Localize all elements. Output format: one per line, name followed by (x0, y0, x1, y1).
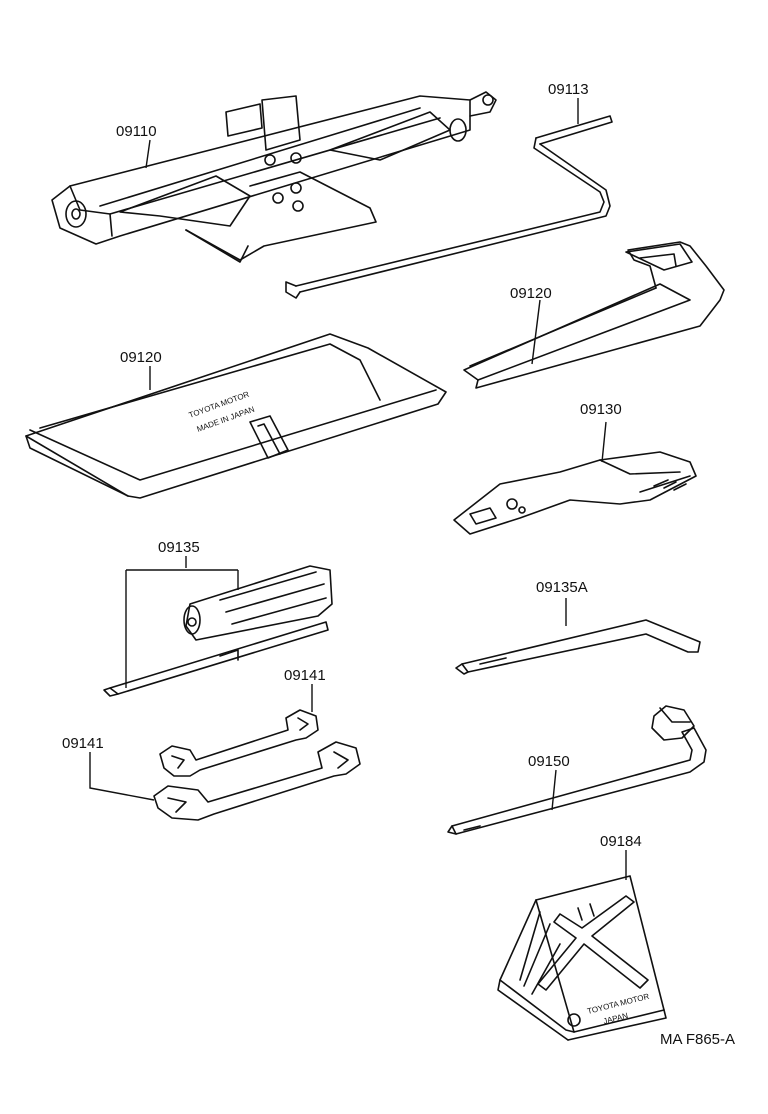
pliers-leader (601, 421, 607, 463)
bag-flat-leader (531, 299, 541, 365)
lug-wrench-drawing (447, 705, 707, 835)
lug-wrench-leader (551, 769, 557, 811)
part-label-screwdriver-bar: 09135A (536, 579, 588, 596)
wrench-large-leader (89, 752, 155, 801)
screwdriver-bar-drawing (455, 619, 701, 675)
chock-stamp-line2: JAPAN (602, 1011, 629, 1026)
part-label-pliers: 09130 (580, 401, 622, 418)
part-label-wheel-chock: 09184 (600, 833, 642, 850)
part-label-wrench-small: 09141 (284, 667, 326, 684)
part-label-screwdriver: 09135 (158, 539, 200, 556)
bag-flat-drawing (463, 241, 725, 389)
jack-handle-drawing (285, 115, 613, 299)
tool-bag-drawing: TOYOTA MOTOR MADE IN JAPAN (25, 333, 447, 499)
part-label-tool-bag: 09120 (120, 349, 162, 366)
part-label-jack-handle: 09113 (548, 81, 589, 98)
wrench-small-drawing (159, 709, 319, 777)
wheel-chock-drawing: TOYOTA MOTOR JAPAN (497, 875, 667, 1041)
jack-leader (145, 139, 151, 169)
wrench-large-drawing (153, 741, 361, 821)
screwdriver-leader (125, 556, 239, 688)
part-label-lug-wrench: 09150 (528, 753, 570, 770)
part-label-jack: 09110 (116, 123, 157, 140)
scissor-jack-drawing (51, 91, 497, 263)
pliers-drawing (453, 451, 697, 535)
part-label-bag-flat: 09120 (510, 285, 552, 302)
screwdriver-drawing (103, 565, 333, 697)
part-label-wrench-large: 09141 (62, 735, 104, 752)
drawing-code: MA F865-A (660, 1031, 735, 1048)
